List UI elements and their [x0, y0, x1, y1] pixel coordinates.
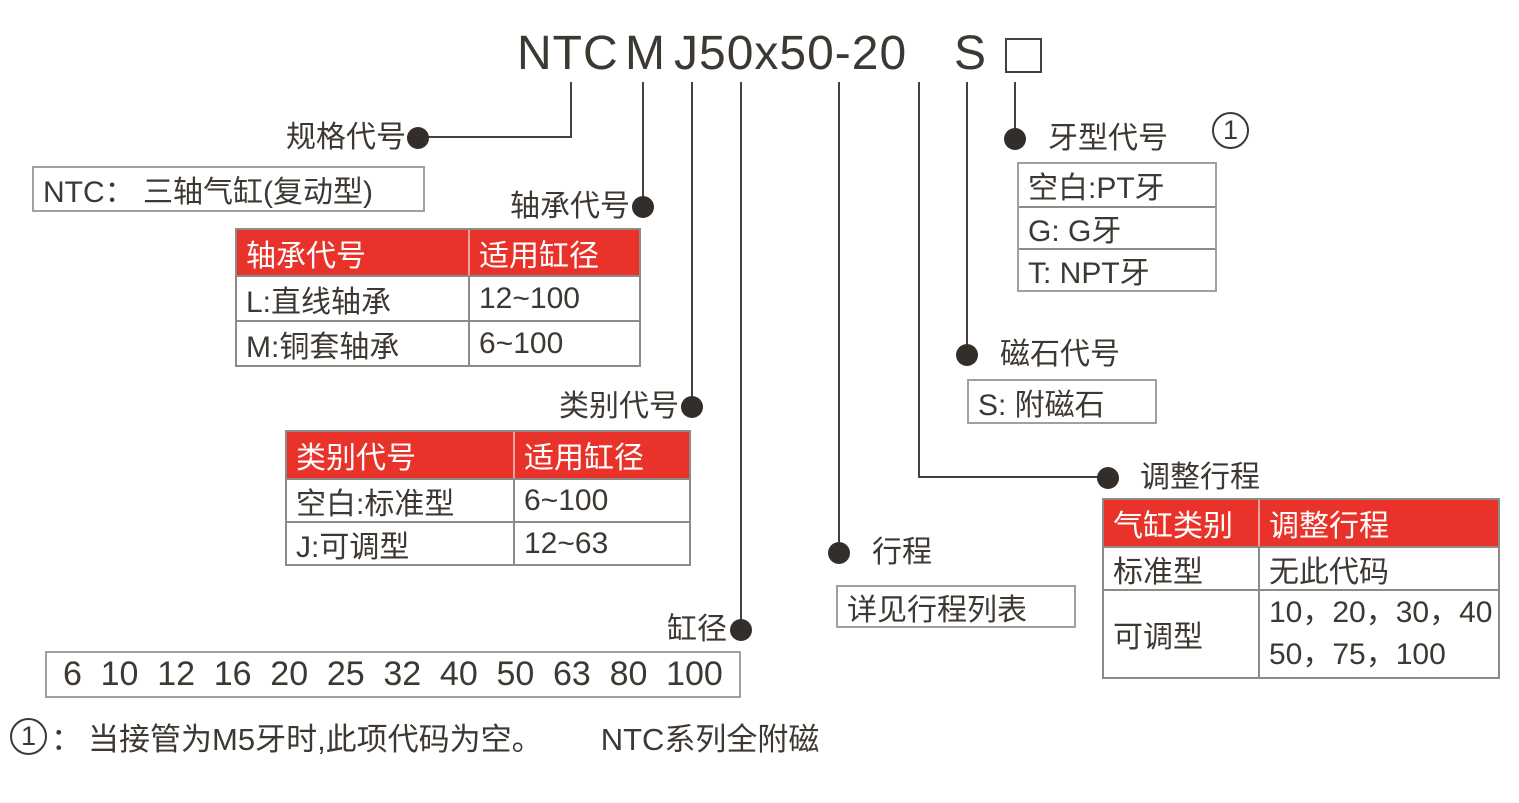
footnote-mark: 1: [10, 718, 47, 755]
table-row: 标准型 无此代码: [1104, 546, 1498, 589]
adjust-stroke-table: 气缸类别 调整行程 标准型 无此代码 可调型 10，20，30，40 50，75…: [1102, 498, 1500, 679]
category-bore-cell: 6~100: [513, 480, 689, 521]
model-code-spec: NTC: [517, 27, 619, 80]
bearing-callout-label: 轴承代号: [510, 190, 630, 223]
category-table-header-row: 类别代号 适用缸径: [287, 432, 689, 478]
thread-footnote-mark: 1: [1212, 112, 1249, 149]
adjust-stroke-line: 50，75，100: [1269, 638, 1446, 671]
adjust-connector-line-v: [918, 82, 920, 478]
bearing-bore-cell: 12~100: [468, 277, 639, 320]
adjust-type-cell: 可调型: [1113, 621, 1203, 654]
category-connector-line: [691, 82, 693, 396]
adjust-connector-line-h: [918, 476, 1100, 478]
bore-size-value: 10: [100, 655, 139, 693]
adjust-type-cell: 标准型: [1113, 555, 1203, 589]
bearing-table-header-bore: 适用缸径: [468, 230, 639, 275]
adjust-table-header-row: 气缸类别 调整行程: [1104, 500, 1498, 546]
model-code-bore-stroke: 50x50-20: [699, 27, 908, 80]
bearing-table-header-code: 轴承代号: [246, 239, 366, 273]
spec-connector-line-v: [570, 82, 572, 138]
bore-size-value: 6: [63, 655, 82, 693]
spec-description-box: NTC： 三轴气缸(复动型): [32, 166, 425, 212]
model-code-category: J: [674, 27, 699, 80]
table-row: G: G牙: [1019, 206, 1215, 248]
table-row: 空白:标准型 6~100: [287, 478, 689, 521]
adjust-stroke-line: 10，20，30，40: [1269, 596, 1493, 629]
category-table-header-bore: 适用缸径: [513, 432, 689, 478]
bearing-table: 轴承代号 适用缸径 L:直线轴承 12~100 M:铜套轴承 6~100: [235, 228, 641, 367]
adjust-stroke-cell: 10，20，30，40 50，75，100: [1258, 591, 1498, 677]
bore-connector-dot: [730, 619, 752, 641]
bore-size-value: 20: [270, 655, 309, 693]
table-row: 空白:PT牙: [1019, 164, 1215, 206]
bearing-table-header-row: 轴承代号 适用缸径: [237, 230, 639, 275]
bearing-code-cell: M:铜套轴承: [246, 330, 400, 364]
bore-size-value: 12: [157, 655, 196, 693]
table-row: 可调型 10，20，30，40 50，75，100: [1104, 589, 1498, 677]
bore-connector-line: [740, 82, 742, 620]
adjust-connector-dot: [1097, 467, 1119, 489]
category-code-cell: 空白:标准型: [296, 487, 455, 521]
table-row: J:可调型 12~63: [287, 521, 689, 564]
bore-callout-label: 缸径: [667, 613, 727, 646]
bore-size-value: 63: [553, 655, 591, 693]
stroke-callout-label: 行程: [872, 536, 932, 569]
spec-connector-line-h: [418, 136, 572, 138]
bore-size-value: 80: [609, 655, 648, 693]
footnote-suffix: NTC系列全附磁: [600, 722, 820, 757]
magnet-callout-label: 磁石代号: [1000, 338, 1120, 371]
footnote-separator: ：: [51, 722, 82, 757]
category-code-cell: J:可调型: [296, 530, 410, 564]
category-connector-dot: [681, 396, 703, 418]
thread-connector-dot: [1004, 128, 1026, 150]
adjust-stroke-cell: 无此代码: [1258, 548, 1498, 589]
footnote-text: 当接管为M5牙时,此项代码为空。: [88, 722, 543, 757]
stroke-connector-line: [838, 82, 840, 543]
category-callout-label: 类别代号: [559, 390, 679, 423]
thread-option-cell: G: G牙: [1028, 215, 1122, 248]
stroke-description-box: 详见行程列表: [836, 585, 1076, 628]
bearing-connector-dot: [632, 196, 654, 218]
thread-option-cell: T: NPT牙: [1028, 257, 1150, 290]
adjust-table-header-type: 气缸类别: [1113, 510, 1233, 543]
thread-table: 空白:PT牙 G: G牙 T: NPT牙: [1017, 162, 1217, 292]
category-table: 类别代号 适用缸径 空白:标准型 6~100 J:可调型 12~63: [285, 430, 691, 566]
table-row: L:直线轴承 12~100: [237, 275, 639, 320]
magnet-description-box: S: 附磁石: [967, 379, 1157, 424]
table-row: M:铜套轴承 6~100: [237, 320, 639, 365]
thread-connector-line: [1014, 82, 1016, 129]
bore-size-value: 32: [383, 655, 422, 693]
bearing-code-cell: L:直线轴承: [246, 285, 392, 319]
thread-callout-label: 牙型代号: [1048, 122, 1168, 155]
magnet-connector-dot: [956, 344, 978, 366]
bore-sizes-box: 6 10 12 16 20 25 32 40 50 63 80 100: [45, 651, 741, 698]
category-table-header-code: 类别代号: [296, 442, 416, 475]
magnet-connector-line: [966, 82, 968, 345]
category-bore-cell: 12~63: [513, 523, 689, 564]
bore-size-value: 25: [326, 655, 365, 693]
spec-connector-dot: [407, 127, 429, 149]
model-code-magnet: S: [954, 27, 988, 80]
thread-option-cell: 空白:PT牙: [1028, 172, 1165, 205]
bore-size-value: 100: [666, 655, 723, 693]
adjust-callout-label: 调整行程: [1140, 461, 1260, 494]
model-code-bearing: M: [625, 27, 666, 80]
spec-callout-label: 规格代号: [286, 121, 406, 154]
bore-size-value: 50: [496, 655, 535, 693]
table-row: T: NPT牙: [1019, 248, 1215, 290]
footnote: 1 ： 当接管为M5牙时,此项代码为空。 NTC系列全附磁: [10, 714, 819, 759]
model-code-thread-blank-box: [1005, 38, 1042, 73]
bore-size-value: 40: [439, 655, 478, 693]
stroke-connector-dot: [828, 542, 850, 564]
adjust-table-header-stroke: 调整行程: [1258, 500, 1498, 546]
bore-size-value: 16: [213, 655, 252, 693]
bearing-connector-line: [642, 82, 644, 196]
bearing-bore-cell: 6~100: [468, 322, 639, 365]
